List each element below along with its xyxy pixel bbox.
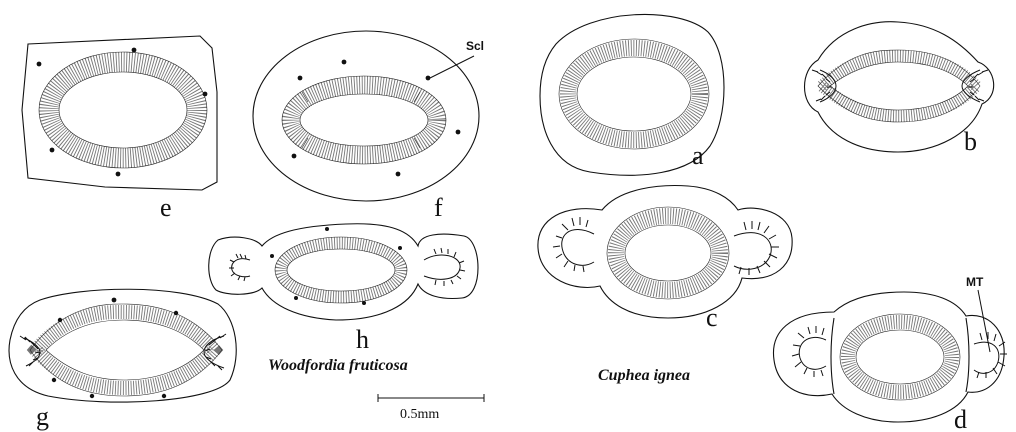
panel-label-d: d	[954, 405, 967, 432]
scale-bar-label: 0.5mm	[400, 407, 439, 422]
species-label-woodfordia: Woodfordia fruticosa	[268, 357, 408, 374]
section-d: MT d	[774, 275, 1008, 432]
metaxylem-right-c	[734, 221, 779, 275]
section-f: Scl f	[253, 31, 484, 222]
panel-label-b: b	[964, 127, 977, 156]
scl-leader-line	[430, 56, 474, 78]
panel-label-c: c	[706, 303, 718, 332]
metaxylem-right-h	[424, 248, 465, 286]
panel-label-e: e	[160, 193, 172, 222]
section-h: h	[209, 224, 478, 354]
section-e: e	[22, 36, 217, 222]
metaxylem-left-c	[553, 217, 594, 272]
section-b: b	[805, 22, 994, 156]
panel-label-f: f	[434, 193, 443, 222]
panel-label-a: a	[692, 141, 704, 170]
mt-annotation: MT	[966, 275, 984, 289]
section-a: a	[540, 14, 724, 175]
section-c: c	[538, 186, 792, 332]
panel-label-g: g	[36, 402, 49, 431]
metaxylem-left-h	[229, 254, 250, 281]
species-label-cuphea: Cuphea ignea	[598, 367, 690, 384]
section-g: g	[9, 289, 236, 431]
metaxylem-left-d	[792, 326, 826, 377]
scl-annotation: Scl	[466, 39, 484, 53]
panel-label-h: h	[356, 325, 369, 354]
scale-bar: 0.5mm	[378, 394, 484, 422]
metaxylem-right-g	[204, 334, 226, 370]
